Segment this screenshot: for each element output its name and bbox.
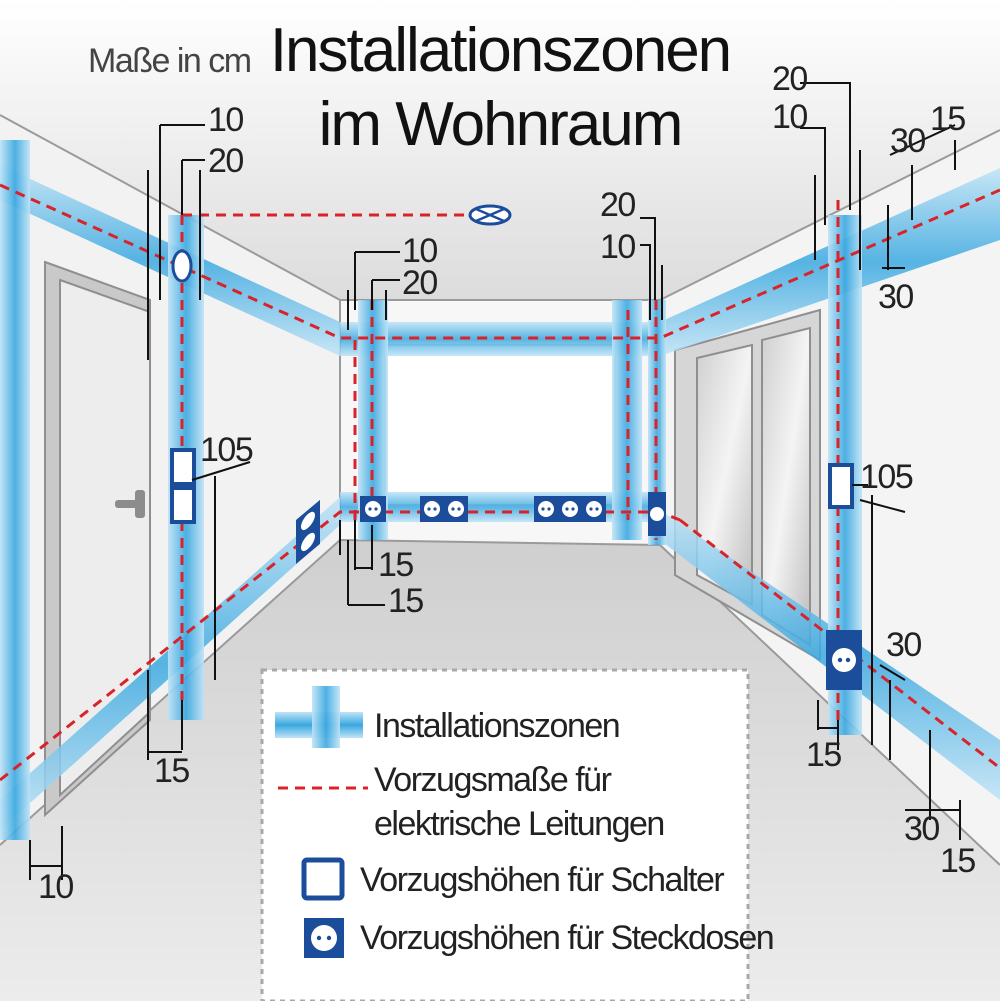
door-leaf bbox=[59, 278, 151, 798]
dim-left-door-bottom: 10 bbox=[38, 868, 73, 906]
dimension-lines bbox=[29, 82, 961, 880]
socket-icon bbox=[296, 492, 862, 690]
dim-right-switch: 105 bbox=[860, 458, 913, 496]
dim-back-top-inner: 20 bbox=[402, 264, 437, 302]
dim-left-bottom: 15 bbox=[154, 752, 189, 790]
legend-switch-label: Vorzugshöhen für Schalter bbox=[360, 861, 725, 899]
dim-right-bottom: 15 bbox=[806, 736, 841, 774]
dim-right-ceiling-c: 30 bbox=[878, 278, 913, 316]
ceiling-light-icon bbox=[468, 204, 512, 226]
dim-left-switch: 105 bbox=[200, 431, 253, 469]
legend-switch-icon bbox=[301, 857, 345, 901]
title-line-2: im Wohnraum bbox=[318, 90, 684, 159]
dim-right-top-inner: 10 bbox=[772, 98, 807, 136]
dim-right-mid: 30 bbox=[886, 626, 921, 664]
ceiling bbox=[0, 0, 1000, 300]
units-note: Maße in cm bbox=[88, 42, 252, 80]
dim-right-floor-a: 30 bbox=[904, 810, 939, 848]
dim-right-ceiling-a: 30 bbox=[890, 122, 925, 160]
dim-back-right-top-inner: 10 bbox=[600, 228, 635, 266]
wall-outlet-icon bbox=[171, 249, 193, 283]
dim-left-top-inner: 20 bbox=[208, 142, 243, 180]
legend-lines-label-2: elektrische Leitungen bbox=[374, 805, 665, 843]
legend-zones-label: Installationszonen bbox=[374, 707, 621, 745]
back-wall-opening bbox=[384, 344, 616, 506]
dim-back-bottom-inner: 15 bbox=[388, 582, 423, 620]
title-line-1: Installationszonen bbox=[269, 16, 732, 85]
dim-back-bottom-outer: 15 bbox=[378, 546, 413, 584]
switch-icon bbox=[170, 448, 854, 524]
dim-right-ceiling-b: 15 bbox=[930, 100, 965, 138]
dim-right-top-outer: 20 bbox=[772, 60, 807, 98]
dim-back-right-top-outer: 20 bbox=[600, 186, 635, 224]
legend-lines-label-1: Vorzugsmaße für bbox=[374, 761, 612, 799]
dim-left-top-outer: 10 bbox=[208, 101, 243, 139]
dim-right-floor-b: 15 bbox=[940, 842, 975, 880]
legend-socket-label: Vorzugshöhen für Steckdosen bbox=[360, 919, 775, 957]
zone-left-edge bbox=[0, 140, 30, 840]
dim-back-top-outer: 10 bbox=[402, 232, 437, 270]
legend-zone-icon bbox=[275, 686, 363, 748]
legend-socket-icon bbox=[304, 918, 344, 958]
